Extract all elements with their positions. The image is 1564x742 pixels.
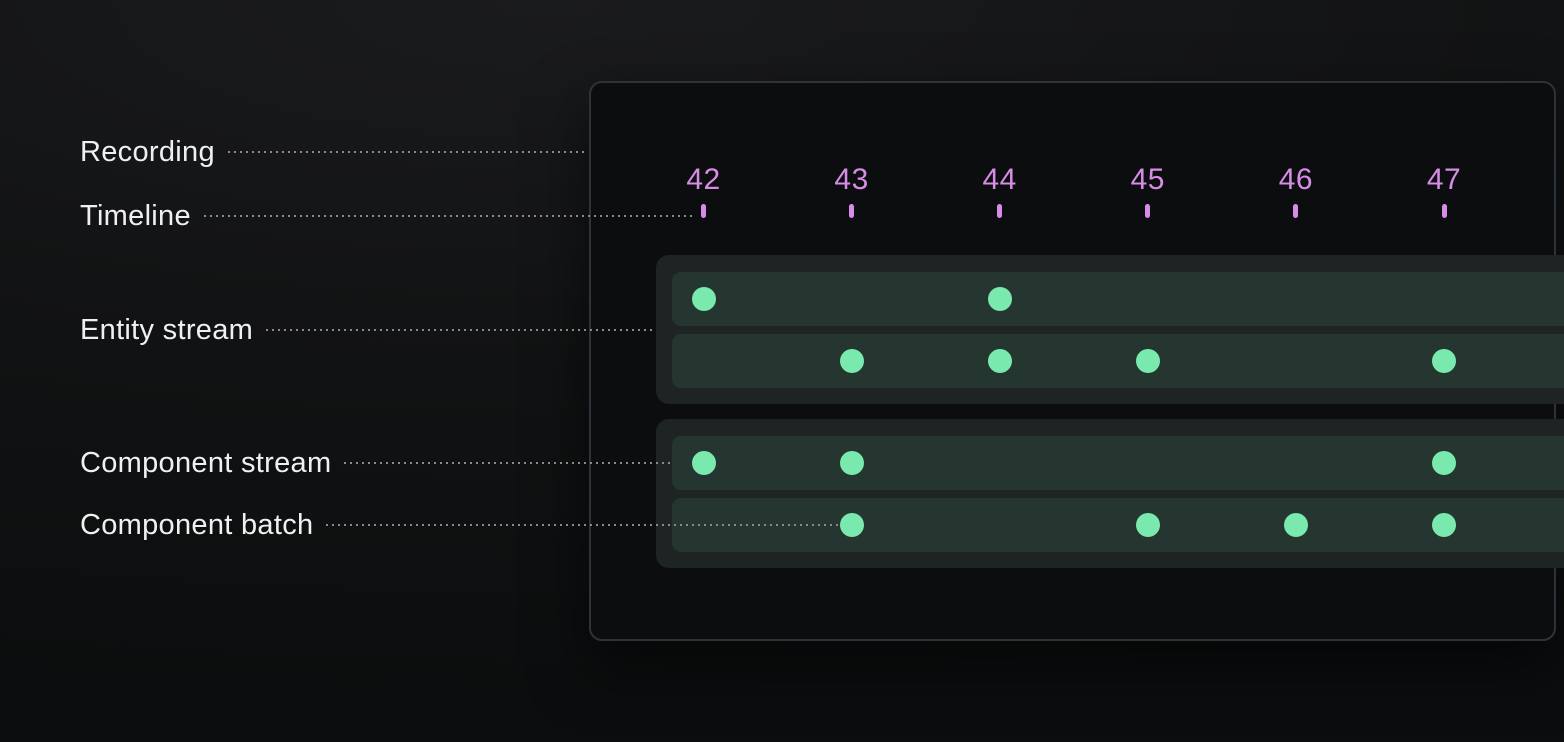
- annotation-component-stream: Component stream: [80, 445, 670, 481]
- timeline-tick-label: 45: [1130, 163, 1165, 196]
- annotation-component-batch: Component batch: [80, 507, 838, 543]
- annotation-recording: Recording: [80, 134, 587, 170]
- event-dot: [839, 451, 864, 475]
- event-dot: [987, 349, 1012, 373]
- recording-label: Recording: [80, 135, 215, 168]
- event-dot: [1283, 513, 1308, 537]
- event-dot: [1135, 513, 1160, 537]
- component-stream-leader-line: [344, 462, 670, 464]
- event-dot: [1432, 451, 1456, 475]
- entity-stream-row-2: [672, 334, 1564, 388]
- event-dot: [1135, 349, 1160, 373]
- event-dot: [1432, 349, 1456, 373]
- timeline-tick-label: 47: [1426, 163, 1462, 196]
- timeline-tick-label: 42: [686, 163, 721, 196]
- recording-leader-line: [227, 151, 587, 153]
- event-dot: [691, 451, 716, 475]
- entity-stream-row-1: [672, 272, 1564, 326]
- event-dot: [839, 349, 864, 373]
- timeline-tick-label: 46: [1278, 163, 1314, 196]
- component-stream-label: Component stream: [80, 446, 332, 479]
- timeline-tick-mark: [701, 204, 706, 218]
- timeline-label: Timeline: [80, 199, 191, 232]
- event-dot: [987, 287, 1012, 311]
- timeline-tick-label: 44: [982, 163, 1017, 196]
- timeline-tick-mark: [1293, 204, 1299, 218]
- timeline-leader-line: [203, 215, 695, 217]
- event-dot: [839, 513, 864, 537]
- component-batch-leader-line: [326, 524, 838, 526]
- timeline-tick-mark: [849, 204, 855, 218]
- event-dot: [691, 287, 716, 311]
- entity-stream-leader-line: [266, 329, 654, 331]
- timeline-tick-label: 43: [834, 163, 869, 196]
- entity-stream-label: Entity stream: [80, 313, 254, 346]
- timeline-tick-mark: [997, 204, 1003, 218]
- event-dot: [1432, 513, 1456, 537]
- timeline-tick-mark: [1145, 204, 1151, 218]
- timeline-tick-mark: [1441, 204, 1447, 218]
- component-batch-label: Component batch: [80, 508, 314, 541]
- annotation-timeline: Timeline: [80, 198, 695, 234]
- annotation-entity-stream: Entity stream: [80, 312, 654, 348]
- component-stream-row: [672, 436, 1564, 490]
